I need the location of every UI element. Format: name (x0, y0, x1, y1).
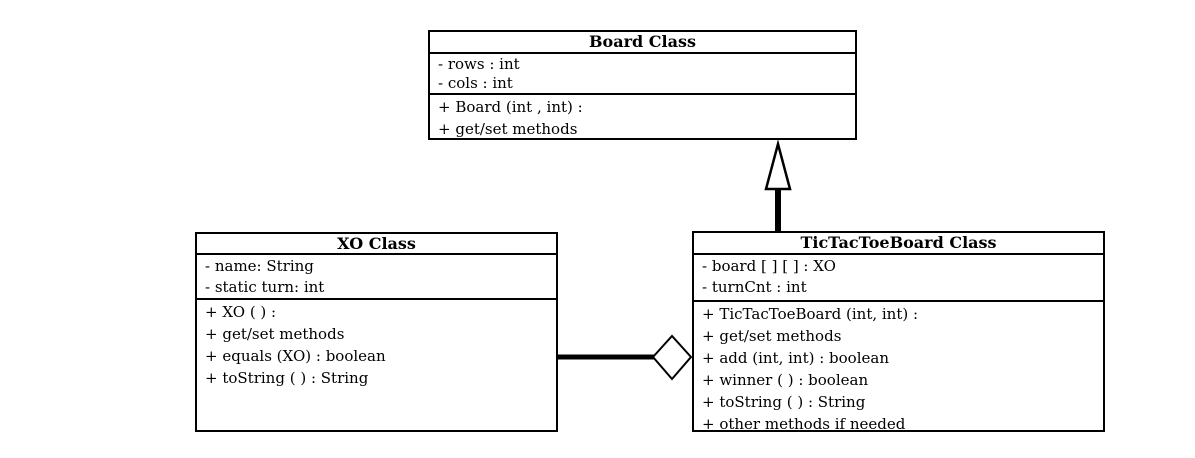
attributes-compartment: - board [ ] [ ] : XO - turnCnt : int (694, 255, 1103, 302)
method: + winner ( ) : boolean (702, 371, 869, 389)
methods-compartment: + XO ( ) : + get/set methods + equals (X… (197, 300, 556, 430)
class-title-board: Board Class (430, 32, 855, 54)
attribute: - name: String (205, 257, 314, 275)
attributes-compartment: - rows : int - cols : int (430, 54, 855, 95)
methods-compartment: + TicTacToeBoard (int, int) : + get/set … (694, 302, 1103, 430)
class-title-xo: XO Class (197, 234, 556, 255)
class-box-tictactoeboard: TicTacToeBoard Class - board [ ] [ ] : X… (692, 231, 1105, 432)
inheritance-arrow (764, 139, 792, 231)
method: + get/set methods (702, 327, 842, 345)
method: + Board (int , int) : (438, 98, 583, 116)
class-box-board: Board Class - rows : int - cols : int + … (428, 30, 857, 140)
method: + equals (XO) : boolean (205, 347, 386, 365)
method: + other methods if needed (702, 415, 906, 430)
attribute: - rows : int (438, 55, 520, 73)
class-title-tictactoeboard: TicTacToeBoard Class (694, 233, 1103, 255)
method: + TicTacToeBoard (int, int) : (702, 305, 919, 323)
method: + XO ( ) : (205, 303, 277, 321)
method: + add (int, int) : boolean (702, 349, 889, 367)
class-box-xo: XO Class - name: String - static turn: i… (195, 232, 558, 432)
method: + toString ( ) : String (205, 369, 369, 387)
attribute: - board [ ] [ ] : XO (702, 257, 836, 275)
aggregation-connector (556, 334, 693, 381)
attribute: - static turn: int (205, 278, 325, 296)
attribute: - turnCnt : int (702, 278, 807, 296)
attribute: - cols : int (438, 74, 513, 92)
method: + get/set methods (438, 120, 578, 138)
methods-compartment: + Board (int , int) : + get/set methods (430, 95, 855, 138)
method: + toString ( ) : String (702, 393, 866, 411)
method: + get/set methods (205, 325, 345, 343)
attributes-compartment: - name: String - static turn: int (197, 255, 556, 300)
